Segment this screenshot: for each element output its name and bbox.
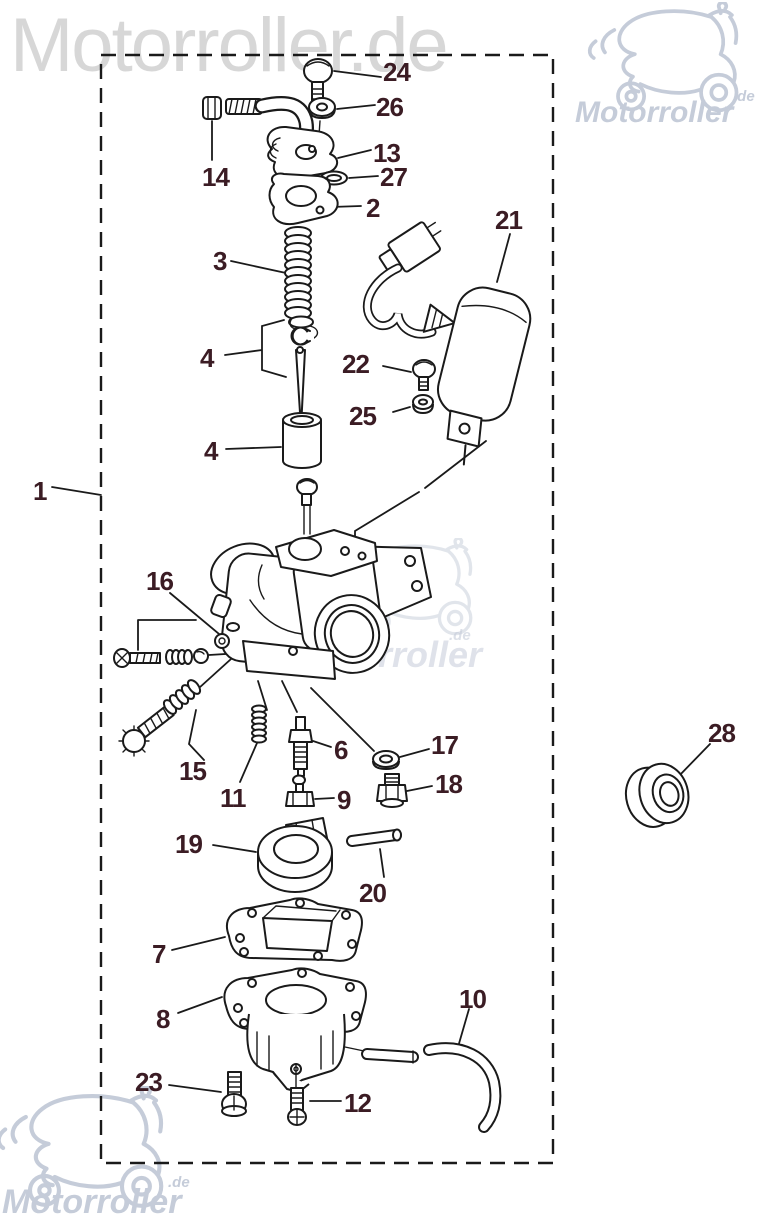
part-label-19: 19 (175, 829, 203, 859)
part-17-washer (372, 750, 400, 770)
part-label-22: 22 (342, 349, 370, 379)
part-26-nut (308, 97, 336, 151)
spring-seat (288, 315, 319, 339)
float-bowl (246, 1013, 419, 1093)
part-label-18: 18 (435, 769, 463, 799)
diagram-border (99, 53, 555, 1165)
part-9-needle-valve (285, 774, 315, 807)
part-label-26: 26 (376, 92, 404, 122)
carburetor-body (210, 478, 432, 680)
part-label-6: 6 (334, 735, 349, 765)
part-label-12: 12 (344, 1088, 372, 1118)
part-label-13: 13 (373, 138, 401, 168)
part-14-adjuster-nut (202, 96, 222, 120)
part-23-screw (221, 1071, 247, 1117)
watermark-tld-topright: .de (733, 88, 755, 105)
part-label-14: 14 (202, 162, 230, 192)
part-label-20: 20 (359, 878, 387, 908)
part-label-4b: 4 (204, 436, 219, 466)
part-label-21: 21 (495, 205, 523, 235)
part-11-spring (251, 704, 267, 744)
leader-lines (51, 70, 711, 1102)
part-21-solenoid-assembly (362, 221, 532, 466)
part-7-gasket (226, 897, 363, 962)
part-28-grommet (624, 762, 690, 828)
part-15-idle-adjust-screw (118, 679, 202, 757)
watermark-tld-bottomleft: .de (168, 1174, 190, 1191)
part-22-screw (412, 359, 436, 391)
part-19-intake-collar (257, 817, 333, 893)
part-13-top-cap-and-cable-elbow (225, 95, 338, 180)
part-24-screw (303, 58, 333, 105)
part-2-gasket (268, 172, 339, 225)
part-25-nut (412, 394, 434, 414)
part-label-23: 23 (135, 1067, 163, 1097)
part-label-28: 28 (708, 718, 736, 748)
part-label-16: 16 (146, 566, 174, 596)
scooter-logo-bottomleft (0, 1086, 161, 1205)
part-label-9: 9 (337, 785, 352, 815)
part-label-10: 10 (459, 984, 487, 1014)
part-label-15: 15 (179, 756, 207, 786)
jet-needle (295, 346, 306, 429)
part-label-2: 2 (366, 193, 381, 223)
part-10-hose (423, 1042, 502, 1133)
part-label-25: 25 (349, 401, 377, 431)
scooter-logo-topright (587, 2, 739, 113)
part-18-fitting (376, 773, 408, 808)
part-label-27: 27 (380, 162, 408, 192)
part-6-main-jet (288, 716, 313, 777)
part-label-17: 17 (431, 730, 459, 760)
part-12-drain-screw (287, 1063, 307, 1126)
part-label-1: 1 (33, 476, 48, 506)
part-label-7: 7 (152, 939, 167, 969)
part-3-spring (284, 226, 312, 320)
part-label-24: 24 (383, 57, 411, 87)
part-4-slide (282, 412, 322, 469)
part-4-clip (290, 326, 314, 346)
part-label-3: 3 (213, 246, 228, 276)
watermark-top-text: Motorroller.de (10, 3, 449, 88)
part-label-8: 8 (156, 1004, 171, 1034)
part-16-idle-screw-set (113, 648, 209, 668)
part-label-11: 11 (220, 783, 246, 813)
watermark-brand-topright: Motorroller (575, 96, 734, 129)
part-label-4a: 4 (200, 343, 215, 373)
part-20-pin (346, 828, 402, 847)
